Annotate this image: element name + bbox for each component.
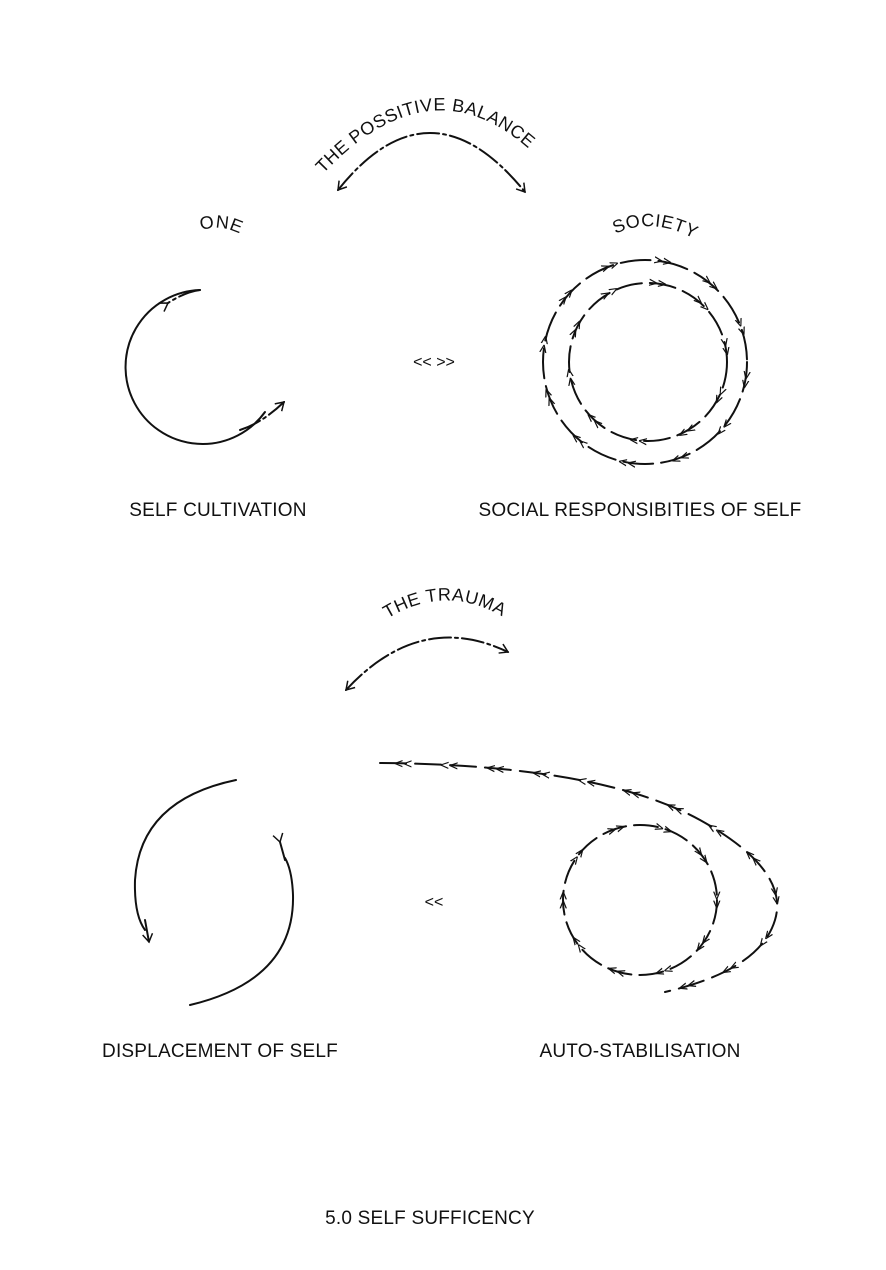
auto-stabilisation-outer-chevron: >>: [766, 886, 787, 907]
auto-stabilisation-inner-chevron: >>: [605, 960, 628, 983]
auto-stabilisation-caption: AUTO-STABILISATION: [539, 1041, 740, 1062]
society-inner-ring: [568, 282, 728, 442]
self-cultivation-circle: [124, 289, 266, 445]
self-cultivation-arrow-top: [158, 289, 201, 312]
society-outer-chevron: <<: [599, 255, 622, 278]
society-inner-chevron: <<: [674, 419, 699, 444]
society-outer-chevron: <<: [668, 446, 691, 469]
society-inner-chevron: <<: [628, 430, 648, 450]
auto-stabilisation-inner-loop: [562, 824, 718, 976]
auto-stabilisation-outer-chevron: >>: [718, 957, 742, 981]
auto-stabilisation-outer-chevron: <<: [485, 759, 505, 779]
auto-stabilisation-inner-chevron: >>: [652, 960, 675, 983]
auto-stabilisation-outer-chevron: <<: [620, 781, 642, 803]
society-label: SOCIETY: [609, 210, 701, 242]
one-label: ONE: [198, 211, 246, 237]
auto-stabilisation-inner-chevron: >>: [605, 817, 628, 840]
auto-stabilisation-inner-chevron: >>: [652, 817, 675, 840]
figure-title: 5.0 SELF SUFFICENCY: [325, 1208, 535, 1229]
auto-stabilisation-outer-chevron: <<: [663, 796, 687, 820]
auto-stabilisation-outer-chevron: >>: [676, 975, 698, 997]
auto-stabilisation-outer-chevron: <<: [531, 764, 551, 784]
chevron-arrows: <<<<<<<<<<<<<<<<<<<<<<<<<<<<<<<<<<<<<<<<…: [394, 251, 787, 997]
social-responsibilities-caption: SOCIAL RESPONSIBITIES OF SELF: [479, 500, 802, 521]
auto-stabilisation-outer-chevron: <<: [394, 754, 412, 772]
trauma-label: THE TRAUMA: [380, 584, 510, 622]
displacement-caption: DISPLACEMENT OF SELF: [102, 1041, 338, 1062]
society-outer-chevron: <<: [538, 385, 561, 408]
auto-stabilisation-outer-chevron: <<: [576, 771, 597, 792]
society-inner-chevron: <<: [597, 281, 622, 306]
society-rings: [542, 259, 748, 465]
auto-stabilisation-inner-chevron: >>: [554, 891, 572, 909]
auto-stabilisation-outer-chevron: <<: [440, 756, 459, 775]
displacement-left-arc: [133, 779, 237, 931]
trauma-arc-arrow: [345, 636, 510, 692]
positive-balance-arc-arrow: [337, 132, 526, 194]
society-outer-chevron: <<: [617, 452, 638, 473]
displacement-right-arrow: [272, 832, 286, 861]
auto-stabilisation-inner-chevron: >>: [708, 891, 726, 909]
displacement-left-arrow: [142, 919, 154, 944]
self-cultivation-arrow-bottom: [239, 401, 286, 431]
auto-stabilisation-inner-chevron: >>: [690, 932, 715, 957]
society-outer-ring: [542, 259, 748, 465]
society-outer-chevron: <<: [534, 334, 555, 355]
society-inner-chevron: <<: [715, 336, 736, 357]
auto-stabilisation-outer-chevron: >>: [753, 927, 778, 952]
society-inner-chevron: <<: [648, 274, 668, 294]
top-connector: << >>: [413, 354, 455, 371]
positive-balance-label: THE POSSITIVE BALANCE: [312, 94, 539, 176]
society-outer-chevron: <<: [735, 369, 756, 390]
displacement-right-arc: [189, 857, 295, 1006]
society-inner-chevron: <<: [564, 317, 588, 341]
society-inner-chevron: <<: [560, 367, 581, 388]
auto-stabilisation-outer-chevron: <<: [703, 817, 728, 842]
bottom-connector: <<: [425, 894, 444, 911]
bottom-section: THE TRAUMA << DISPLACEMENT OF SELF AUTO-…: [102, 584, 779, 1062]
society-outer-chevron: <<: [729, 316, 752, 339]
auto-stabilisation-outer-spiral: [379, 762, 779, 993]
society-inner-chevron: <<: [708, 383, 732, 407]
self-cultivation-caption: SELF CULTIVATION: [129, 500, 306, 521]
society-outer-chevron: <<: [652, 251, 673, 272]
